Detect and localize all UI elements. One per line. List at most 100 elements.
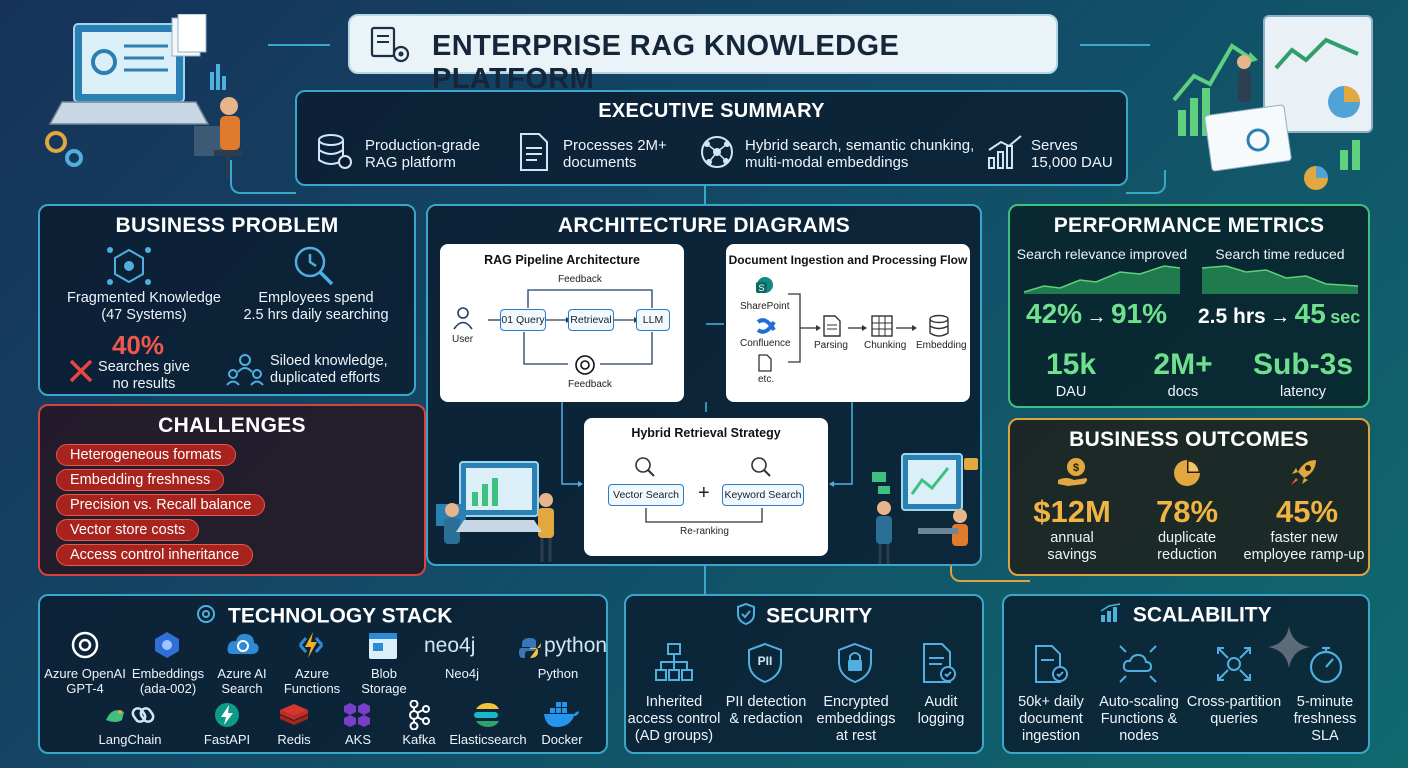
team-illustration-right	[868, 450, 984, 566]
user-icon	[452, 306, 474, 335]
summary-item-hybrid: Hybrid search, semantic chunking, multi-…	[745, 137, 975, 171]
embedding-label: Embedding	[916, 340, 967, 351]
executive-summary-panel: EXECUTIVE SUMMARY Production-grade RAG p…	[295, 90, 1128, 186]
challenges-panel: CHALLENGES Heterogeneous formats Embeddi…	[38, 404, 426, 576]
challenges-title: CHALLENGES	[158, 414, 306, 437]
relevance-trend-area	[1024, 265, 1180, 294]
tech-label-openai: Azure OpenAI GPT-4	[44, 666, 126, 696]
reranking-arrows	[645, 508, 763, 523]
time-unit: sec	[1330, 307, 1361, 327]
time-to-value: 45	[1294, 298, 1326, 329]
time-from-value: 2.5 hrs	[1198, 305, 1266, 328]
summary-item-dau: Serves 15,000 DAU	[1031, 137, 1113, 171]
org-chart-icon	[654, 642, 694, 687]
python-icon	[518, 636, 542, 665]
outcome-savings-value: $12M	[1033, 494, 1111, 529]
openai-icon	[70, 630, 100, 665]
tech-stack-header: TECHNOLOGY STACK	[40, 603, 606, 630]
redis-icon	[278, 702, 310, 733]
executive-summary-title: EXECUTIVE SUMMARY	[598, 100, 825, 122]
laptop-illustration	[44, 13, 260, 190]
openai-feedback-icon	[574, 354, 596, 381]
relevance-values: 42% → 91%	[1026, 298, 1196, 330]
searches-stat-value: 40%	[111, 330, 165, 360]
feedback-bottom-label: Feedback	[568, 379, 612, 390]
scalability-bars-icon	[1100, 603, 1122, 628]
ingestion-card: Document Ingestion and Processing Flow S…	[726, 244, 970, 402]
fragmented-knowledge-text: Fragmented Knowledge (47 Systems)	[67, 290, 221, 323]
kpi-docs-label: docs	[1167, 384, 1199, 400]
stopwatch-icon	[1306, 644, 1346, 689]
security-label-pii: PII detection & redaction	[725, 694, 807, 727]
confluence-icon	[756, 316, 776, 341]
rag-pipeline-title: RAG Pipeline Architecture	[484, 253, 640, 267]
tech-label-blob-storage: Blob Storage	[361, 666, 407, 696]
security-label-audit: Audit logging	[917, 694, 965, 727]
parsing-label: Parsing	[814, 340, 848, 351]
azure-search-icon	[226, 630, 260, 665]
team-illustration-left	[434, 456, 574, 566]
document-icon	[517, 132, 551, 177]
keyword-search-node: Keyword Search	[722, 484, 804, 506]
architecture-title: ARCHITECTURE DIAGRAMS	[557, 214, 851, 237]
tech-label-redis: Redis	[277, 732, 311, 747]
scalability-header: SCALABILITY	[1004, 603, 1368, 628]
time-values: 2.5 hrs → 45 sec	[1198, 298, 1368, 330]
scalability-label-autoscaling: Auto-scaling Functions & nodes	[1099, 694, 1179, 744]
kpi-dau-value: 15k	[1045, 348, 1097, 381]
elasticsearch-icon	[472, 702, 500, 733]
outcome-duplicate-label: duplicate reduction	[1157, 530, 1217, 563]
bar-chart-up-icon	[985, 132, 1025, 177]
scalability-panel: SCALABILITY 50k+ daily document ingestio…	[1002, 594, 1370, 754]
challenge-chip: Precision vs. Recall balance	[56, 494, 266, 516]
kpi-latency-label: latency	[1280, 384, 1326, 400]
tech-label-kafka: Kafka	[402, 732, 436, 747]
tech-label-docker: Docker	[541, 732, 583, 747]
audit-document-icon	[920, 642, 958, 689]
feedback-top-label: Feedback	[558, 274, 602, 285]
architecture-flow-arrows	[561, 323, 853, 487]
siloed-knowledge-text: Siloed knowledge, duplicated efforts	[270, 353, 388, 386]
kafka-icon	[406, 699, 430, 735]
network-node-icon	[697, 132, 737, 177]
security-label-encrypted: Encrypted embeddings at rest	[816, 694, 896, 744]
security-panel: SECURITY Inherited access control (AD gr…	[624, 594, 984, 754]
scalability-label-partition: Cross-partition queries	[1186, 694, 1282, 727]
outcome-savings-label: annual savings	[1047, 530, 1097, 563]
outcome-duplicate-value: 78%	[1155, 494, 1219, 529]
pii-shield-icon	[746, 642, 784, 689]
time-trend-area	[1202, 265, 1358, 294]
scalability-label-freshness: 5-minute freshness SLA	[1293, 694, 1357, 744]
user-label: User	[452, 334, 474, 345]
relevance-to-value: 91%	[1110, 298, 1167, 329]
scalability-title: SCALABILITY	[1132, 603, 1272, 627]
rag-pipeline-arrows	[488, 289, 653, 365]
etc-document-icon	[758, 354, 772, 377]
parsing-icon	[822, 314, 842, 343]
svg-text:S: S	[758, 283, 764, 293]
ingestion-arrows	[788, 293, 917, 363]
hybrid-retrieval-title: Hybrid Retrieval Strategy	[631, 426, 781, 440]
database-gear-icon	[315, 132, 355, 177]
etc-label: etc.	[758, 374, 775, 385]
aks-icon	[342, 702, 374, 733]
performance-panel: PERFORMANCE METRICS Search relevance imp…	[1008, 204, 1370, 408]
tech-label-azure-search: Azure AI Search	[217, 666, 267, 696]
azure-functions-icon	[296, 630, 326, 665]
document-check-icon	[1032, 644, 1070, 689]
business-problem-panel: BUSINESS PROBLEM Fragmented Knowledge (4…	[38, 204, 416, 396]
outcomes-panel: BUSINESS OUTCOMES $ $12M annual savings …	[1008, 418, 1370, 576]
langchain-icon	[104, 702, 156, 733]
tech-stack-title: TECHNOLOGY STACK	[228, 604, 453, 628]
connector-summary-right	[1126, 170, 1166, 194]
connector-arch-bottom	[704, 566, 706, 594]
header-banner: ENTERPRISE RAG KNOWLEDGE PLATFORM	[348, 14, 1058, 95]
confluence-label: Confluence	[740, 338, 791, 349]
relevance-label: Search relevance improved	[1016, 246, 1188, 262]
connector-header-right	[1080, 44, 1150, 46]
money-hand-icon: $	[1056, 456, 1090, 493]
ingestion-title: Document Ingestion and Processing Flow	[728, 253, 968, 267]
python-logo: python	[544, 634, 608, 657]
security-label-access-control: Inherited access control (AD groups)	[627, 694, 721, 744]
relevance-arrow: →	[1086, 306, 1107, 328]
